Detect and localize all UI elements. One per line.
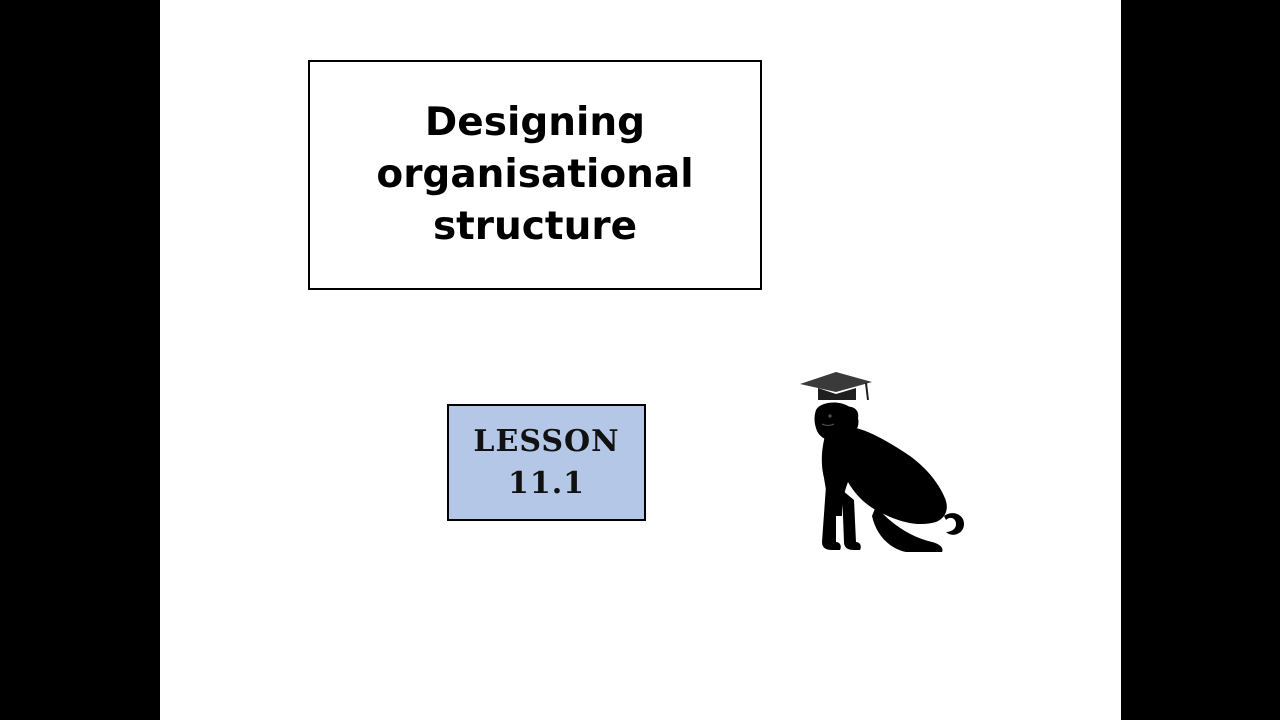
title-line-3: structure [432,204,638,249]
lesson-badge: LESSON 11.1 [447,404,646,521]
slide-title: Designing organisational structure [376,97,693,253]
lesson-label: LESSON [473,423,620,459]
title-box: Designing organisational structure [308,60,762,290]
title-line-1: Designing [424,100,646,145]
slide: Designing organisational structure LESSO… [160,0,1121,720]
title-line-2: organisational [376,152,694,197]
graduation-cap-icon [800,372,872,401]
pug-silhouette [814,402,964,552]
pug-with-graduation-cap-icon [800,372,964,552]
lesson-number: 11.1 [507,465,586,501]
